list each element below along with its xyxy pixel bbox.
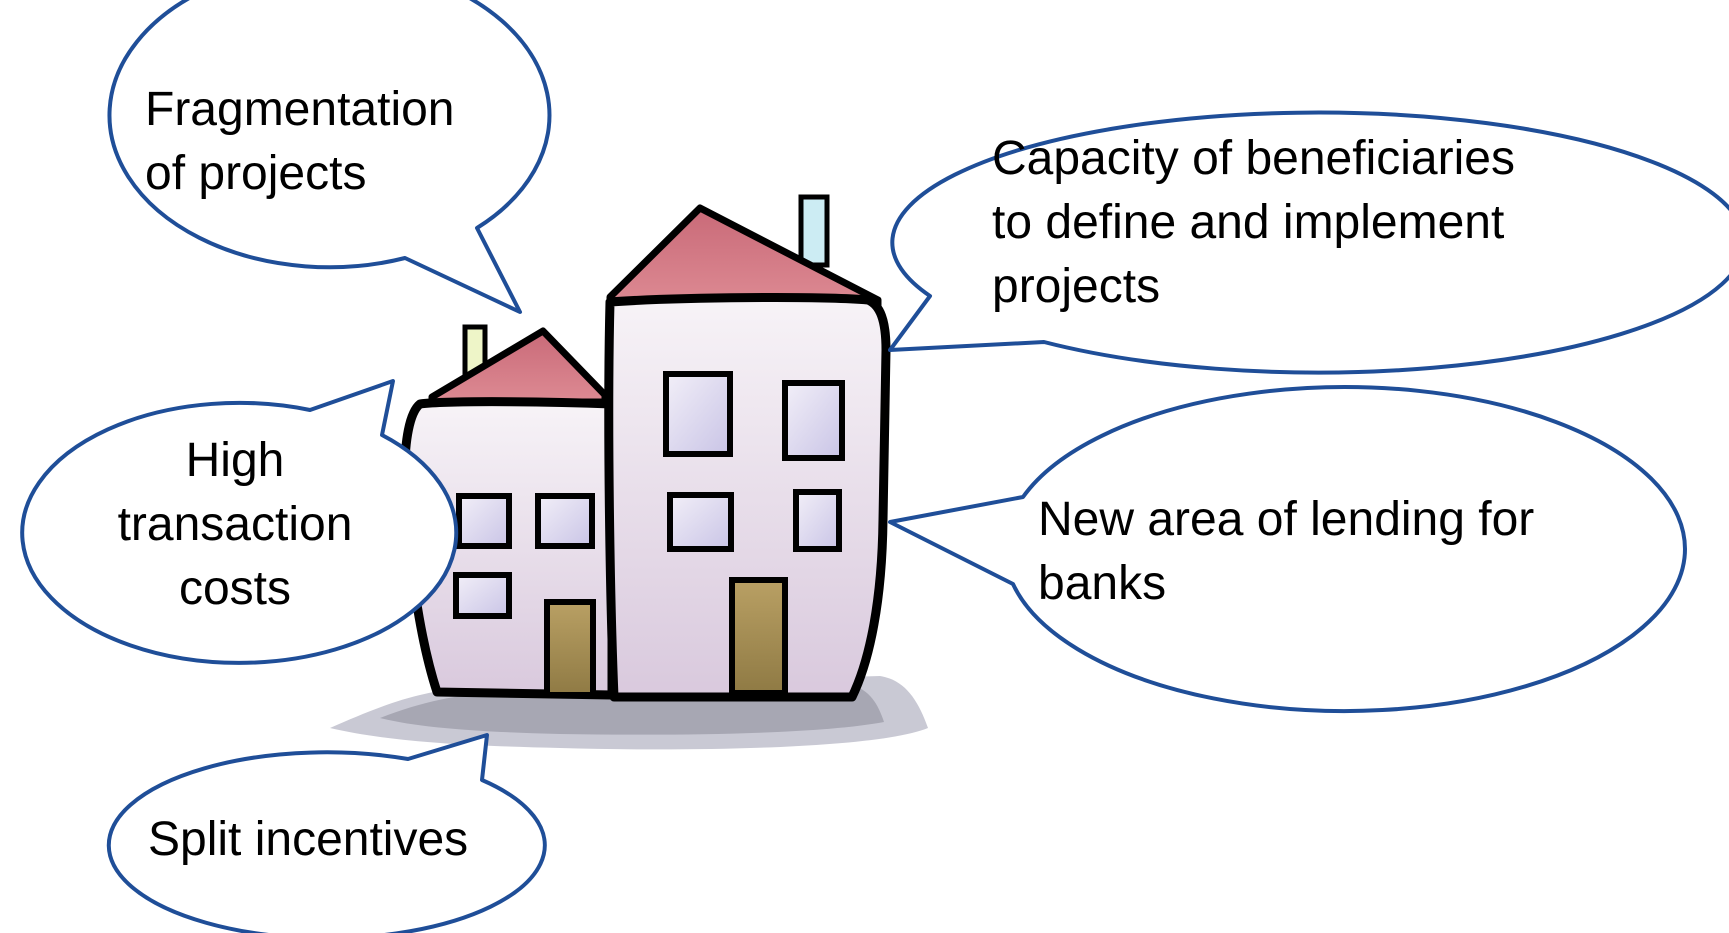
- small-roof: [428, 327, 609, 406]
- capacity-text: Capacity of beneficiaries to define and …: [992, 127, 1515, 319]
- door: [729, 577, 788, 696]
- lending-line: New area of lending for: [1038, 493, 1535, 546]
- large-chimney: [798, 194, 830, 268]
- lending-bubble: [888, 385, 1687, 714]
- split-line: Split incentives: [148, 813, 469, 866]
- window: [535, 493, 595, 549]
- transaction-text: High transaction costs: [85, 429, 385, 621]
- capacity-line: Capacity of beneficiaries: [992, 132, 1515, 185]
- fragmentation-text: Fragmentation of projects: [145, 78, 455, 206]
- window: [667, 492, 734, 552]
- transaction-line: costs: [178, 562, 292, 615]
- window: [793, 489, 842, 552]
- window: [456, 493, 512, 549]
- capacity-line: to define and implement: [992, 196, 1505, 249]
- window: [782, 380, 845, 461]
- transaction-bubble: [20, 379, 459, 665]
- large-roof: [606, 204, 882, 310]
- fragmentation-line: of projects: [145, 147, 367, 200]
- transaction-line: High: [185, 434, 285, 487]
- transaction-line: transaction: [117, 498, 353, 551]
- split-bubble: [106, 733, 547, 933]
- window: [663, 371, 733, 457]
- house-icon: [330, 194, 928, 750]
- window: [453, 572, 512, 619]
- capacity-bubble: [888, 110, 1729, 375]
- split-text: Split incentives: [148, 808, 468, 872]
- lending-text: New area of lending for banks: [1038, 488, 1534, 616]
- door: [544, 599, 596, 698]
- fragmentation-bubble: [107, 0, 552, 314]
- fragmentation-line: Fragmentation: [145, 83, 455, 136]
- capacity-line: projects: [992, 260, 1161, 313]
- lending-line: banks: [1038, 557, 1167, 610]
